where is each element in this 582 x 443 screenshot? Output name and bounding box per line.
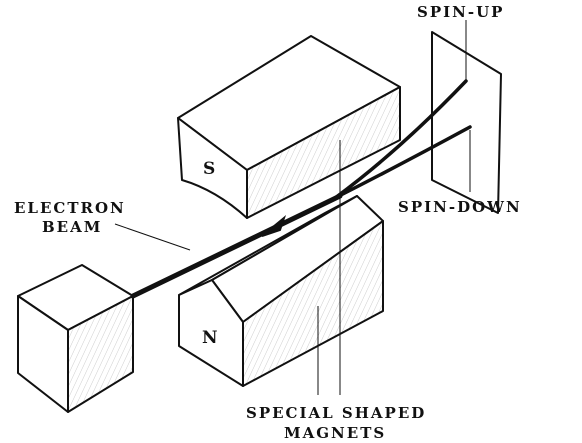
electron-source-box [17,264,134,413]
detector-screen [431,31,502,214]
spin-down-beam [333,125,472,200]
label-electron: ELECTRON [14,199,126,217]
label-spin-up: SPIN-UP [417,3,504,21]
magnet-pole-n: N [202,328,218,348]
label-special-shaped: SPECIAL SHAPED [246,404,426,422]
spin-up-beam [333,79,468,200]
leader-lines [114,20,471,395]
label-spin-down: SPIN-DOWN [398,198,522,216]
label-magnets: MAGNETS [284,424,386,442]
beam-arrow-icon [261,215,287,237]
magnet-pole-s: S [203,159,215,179]
magnet-south: S [177,35,401,219]
label-beam: BEAM [42,218,102,236]
electron-beam [130,79,472,299]
